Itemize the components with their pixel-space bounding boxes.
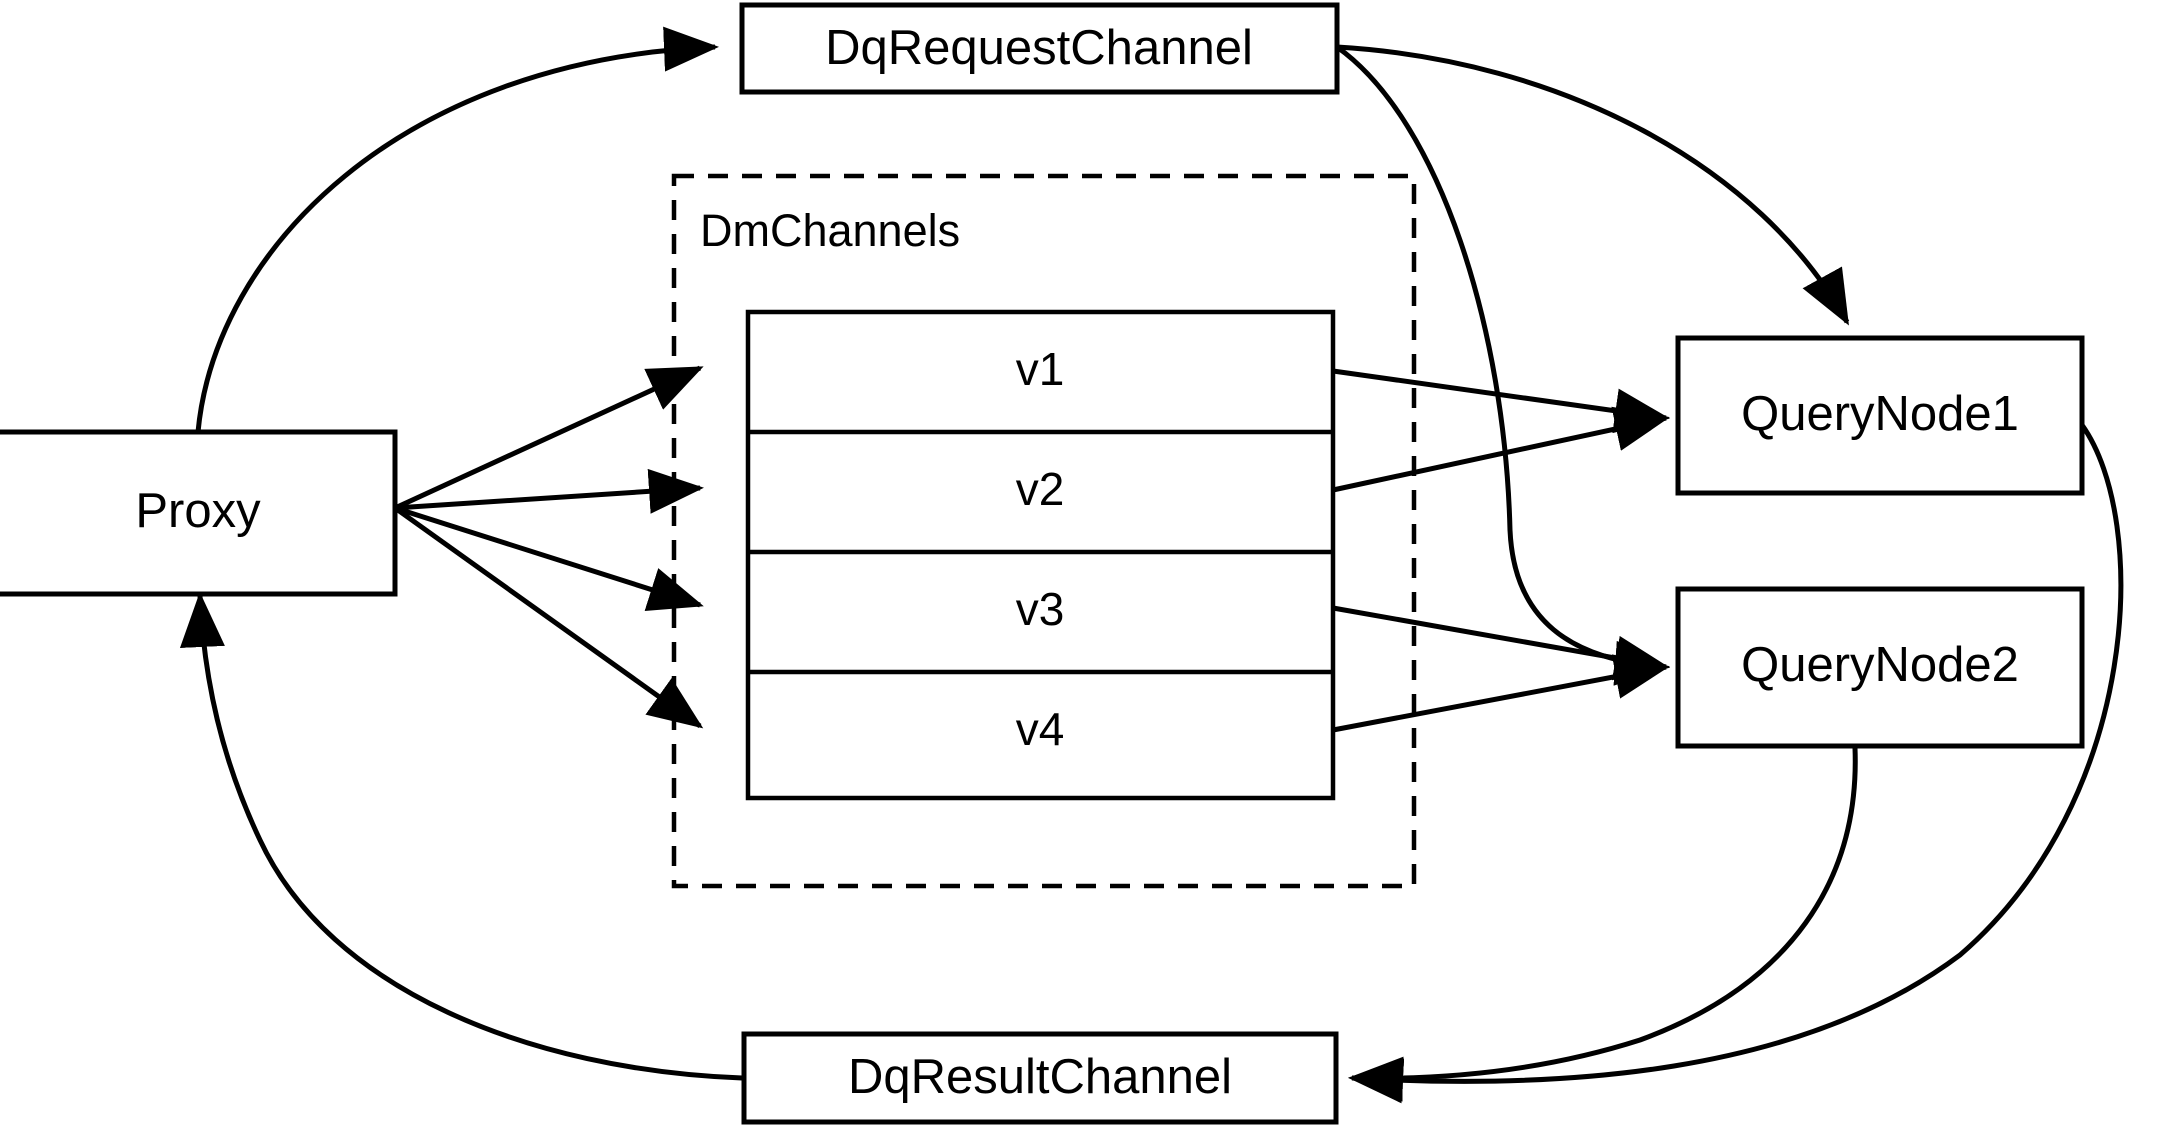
dq-request-channel-label: DqRequestChannel — [825, 21, 1253, 75]
edge-proxy-to-v2 — [394, 468, 704, 514]
edge-dqrequestchannel-to-querynode1 — [1336, 44, 1850, 326]
channel-row-v4-label: v4 — [1016, 703, 1065, 755]
edge-querynode1-to-dqresultchannel — [1348, 423, 2124, 1104]
dm-channels-group-label: DmChannels — [700, 205, 960, 256]
edge-proxy-to-v4 — [393, 505, 704, 729]
dm-channels-group-border — [671, 173, 1417, 889]
edge-v1-to-querynode1 — [1332, 368, 1670, 434]
channel-stack-box — [745, 309, 1336, 801]
edge-proxy-to-v1 — [393, 365, 704, 511]
proxy-label: Proxy — [135, 484, 261, 538]
dq-result-channel-label: DqResultChannel — [848, 1050, 1232, 1104]
channel-row-v3-label: v3 — [1016, 583, 1065, 635]
query-node-1-label: QueryNode1 — [1741, 387, 2019, 441]
proxy-box[interactable] — [0, 429, 398, 597]
query-node-1-box[interactable] — [1675, 335, 2085, 496]
edge-v3-to-querynode2 — [1332, 605, 1670, 681]
edge-v4-to-querynode2 — [1332, 654, 1670, 733]
edge-dqresultchannel-to-proxy — [179, 592, 743, 1081]
query-node-2-box[interactable] — [1675, 586, 2085, 749]
query-node-2-label: QueryNode2 — [1741, 638, 2019, 692]
channel-row-v2-label: v2 — [1016, 463, 1065, 515]
dq-request-channel-box[interactable] — [739, 2, 1340, 95]
edge-proxy-to-dqrequestchannel — [195, 26, 719, 433]
dq-result-channel-box[interactable] — [741, 1031, 1339, 1125]
edge-v2-to-querynode1 — [1332, 406, 1670, 493]
edge-querynode2-to-dqresultchannel — [1348, 747, 1858, 1102]
edge-proxy-to-v3 — [394, 505, 704, 611]
channel-row-v1-label: v1 — [1016, 343, 1065, 395]
edge-dqrequestchannel-to-querynode2 — [1335, 44, 1670, 686]
